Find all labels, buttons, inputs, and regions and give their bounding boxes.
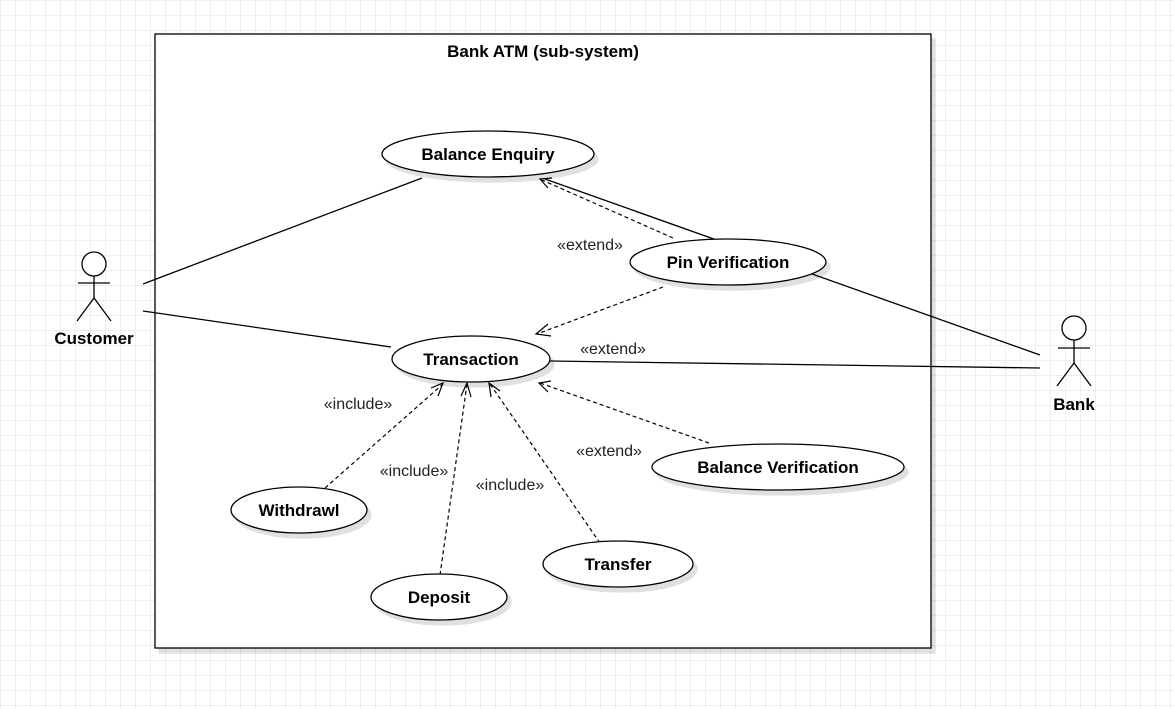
actor-label: Customer — [54, 329, 134, 348]
stereotype-include-withdrawl: «include» — [324, 396, 393, 413]
actor-label: Bank — [1053, 395, 1095, 414]
include-withdrawl-to-transaction[interactable] — [324, 383, 444, 489]
arrowhead-icon — [537, 380, 552, 393]
extend-balance-verification-to-transaction[interactable] — [539, 382, 710, 444]
stick-figure-icon — [76, 251, 112, 322]
use-case-transaction[interactable]: Transaction — [391, 335, 551, 383]
assoc-customer-transaction[interactable] — [142, 310, 392, 348]
arrowhead-icon — [534, 323, 552, 337]
assoc-customer-balance-enquiry[interactable] — [142, 177, 423, 285]
stereotype-extend-balance: «extend» — [576, 443, 642, 460]
extend-pin-to-balance-enquiry[interactable] — [541, 179, 674, 239]
use-case-deposit[interactable]: Deposit — [370, 573, 508, 621]
use-case-balance-verification[interactable]: Balance Verification — [651, 443, 905, 491]
actor-customer[interactable]: Customer — [54, 251, 134, 348]
system-title: Bank ATM (sub-system) — [447, 42, 639, 61]
arrowhead-icon — [488, 381, 501, 398]
arrowhead-icon — [460, 381, 472, 398]
use-case-withdrawl[interactable]: Withdrawl — [230, 486, 368, 534]
stereotype-include-transfer: «include» — [476, 477, 545, 494]
use-case-label: Transaction — [423, 350, 518, 369]
use-case-label: Deposit — [408, 588, 471, 607]
include-transfer-to-transaction[interactable] — [489, 383, 601, 544]
use-case-balance-enquiry[interactable]: Balance Enquiry — [381, 130, 595, 178]
use-case-label: Transfer — [584, 555, 651, 574]
use-case-transfer[interactable]: Transfer — [542, 540, 694, 588]
system-boundary[interactable] — [154, 33, 932, 649]
stereotype-extend-bank: «extend» — [580, 341, 646, 358]
use-case-label: Withdrawl — [258, 501, 339, 520]
extend-pin-to-transaction[interactable] — [536, 286, 664, 335]
use-case-label: Balance Enquiry — [421, 145, 555, 164]
stereotype-extend-pin: «extend» — [557, 237, 623, 254]
arrowhead-icon — [430, 381, 445, 397]
use-case-label: Pin Verification — [667, 253, 790, 272]
arrowhead-icon — [538, 177, 553, 189]
assoc-bank-transaction[interactable] — [549, 360, 1041, 369]
use-case-label: Balance Verification — [697, 458, 859, 477]
actor-bank[interactable]: Bank — [1053, 315, 1095, 414]
use-case-pin-verification[interactable]: Pin Verification — [629, 238, 827, 286]
stick-figure-icon — [1056, 315, 1092, 387]
stereotype-include-deposit: «include» — [380, 463, 449, 480]
